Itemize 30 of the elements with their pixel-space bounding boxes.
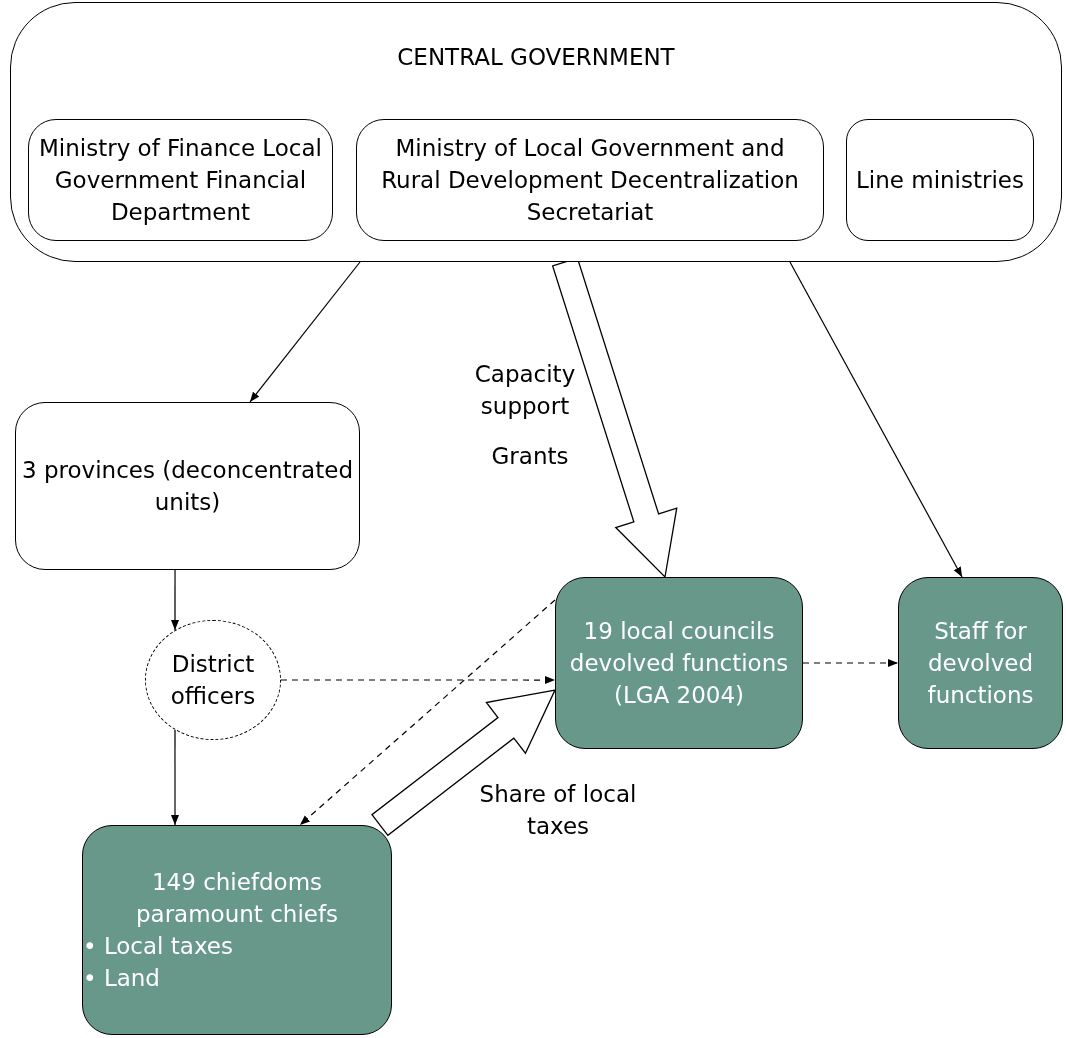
process-box xyxy=(555,577,803,749)
node-text: Line ministries xyxy=(856,165,1024,195)
annotation-text: Capacity support xyxy=(473,360,577,422)
node-text: 19 local councils devolved functions (LGA 2004) xyxy=(568,616,790,711)
node-text: CENTRAL GOVERNMENT xyxy=(397,43,675,72)
annotation-text: Share of local taxes xyxy=(478,780,638,842)
process-box xyxy=(898,577,1063,749)
process-box xyxy=(28,119,333,241)
process-box xyxy=(356,119,824,241)
node-text: Ministry of Finance Local Government Financial Department xyxy=(38,133,323,228)
node-text: • Land xyxy=(83,964,160,994)
dashed-arrow xyxy=(802,659,899,667)
node-text: Staff for devolved functions xyxy=(926,616,1035,711)
node-text: • Local taxes xyxy=(83,932,233,961)
group-box xyxy=(10,2,1062,262)
arrow xyxy=(789,261,963,578)
node-text: Ministry of Local Government and Rural Development Decentralization Secretariat xyxy=(380,133,800,228)
annotation-text: Grants xyxy=(490,442,570,471)
process-box xyxy=(82,825,392,1035)
arrow xyxy=(171,729,179,826)
node-text: 149 chiefdoms paramount chiefs xyxy=(134,867,340,929)
block-arrow xyxy=(371,689,557,837)
dashed-arrow xyxy=(299,599,556,826)
process-box xyxy=(846,119,1034,241)
dashed-arrow xyxy=(280,676,556,685)
node-text: 3 provinces (deconcentrated units) xyxy=(22,455,353,517)
arrow xyxy=(249,261,361,403)
arrow xyxy=(171,569,179,631)
node-text: District officers xyxy=(169,649,257,711)
process-box xyxy=(15,402,360,570)
